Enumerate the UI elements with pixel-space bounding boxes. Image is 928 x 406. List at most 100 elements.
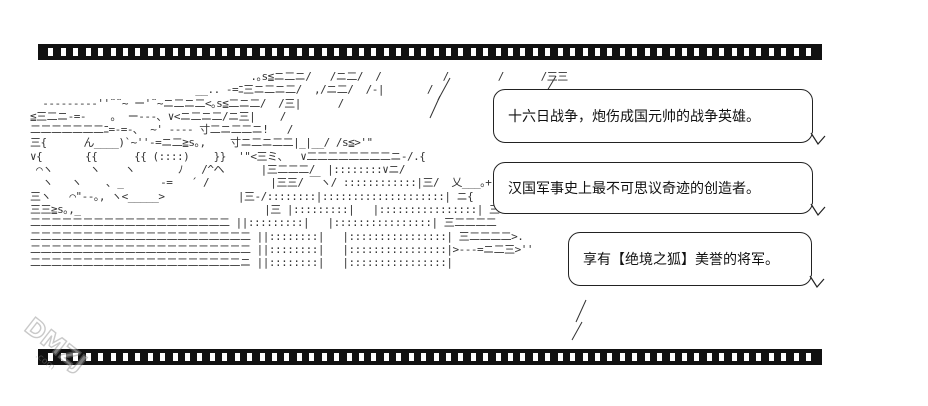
film-perforation	[532, 353, 538, 361]
film-perforation	[259, 353, 265, 361]
film-perforation	[806, 48, 812, 56]
film-perforation	[607, 353, 613, 361]
dmzj-watermark-logo: DMZJ .com	[19, 311, 93, 378]
film-perforation	[495, 48, 501, 56]
film-perforation	[719, 353, 725, 361]
film-perforation	[694, 48, 700, 56]
film-perforation	[147, 48, 153, 56]
film-perforation	[147, 353, 153, 361]
film-perforation	[594, 48, 600, 56]
film-perforation	[545, 353, 551, 361]
film-perforation	[706, 48, 712, 56]
film-perforation	[197, 48, 203, 56]
film-perforation	[48, 353, 54, 361]
film-perforation	[247, 48, 253, 56]
film-perforation	[85, 48, 91, 56]
film-perforation	[433, 48, 439, 56]
film-perforation	[85, 353, 91, 361]
film-perforation	[73, 353, 79, 361]
film-perforation	[545, 48, 551, 56]
film-strip-bottom	[38, 349, 822, 365]
film-perforation	[557, 353, 563, 361]
film-perforation	[433, 353, 439, 361]
film-perforation	[632, 353, 638, 361]
film-perforation	[657, 353, 663, 361]
film-perforation	[768, 353, 774, 361]
film-perforation	[408, 353, 414, 361]
film-perforation	[346, 353, 352, 361]
film-perforation	[110, 353, 116, 361]
film-perforation	[632, 48, 638, 56]
speech-bubble-3: 享有【绝境之狐】美誉的将军。	[568, 232, 825, 288]
svg-text:DMZJ: DMZJ	[19, 312, 92, 377]
film-perforation	[122, 48, 128, 56]
film-perforation	[209, 48, 215, 56]
film-perforation	[731, 48, 737, 56]
bubble-1-text: 十六日战争，炮伤成国元帅的战争英雄。	[508, 109, 760, 125]
film-perforation	[371, 48, 377, 56]
film-perforation	[60, 353, 66, 361]
film-perforation	[483, 48, 489, 56]
bubble-tail-icon	[809, 275, 825, 288]
film-perforation	[657, 48, 663, 56]
film-perforation	[421, 48, 427, 56]
film-perforation	[669, 48, 675, 56]
film-perforation	[234, 353, 240, 361]
film-perforation	[222, 353, 228, 361]
film-perforation	[483, 353, 489, 361]
film-perforation	[781, 353, 787, 361]
film-perforation	[296, 48, 302, 56]
film-perforation	[110, 48, 116, 56]
film-perforation	[445, 48, 451, 56]
film-perforation	[681, 48, 687, 56]
film-perforation	[185, 48, 191, 56]
film-perforation	[48, 48, 54, 56]
film-perforation	[334, 48, 340, 56]
film-perforation	[172, 48, 178, 56]
film-perforation	[644, 353, 650, 361]
ascii-art-character: .｡s≦ニ二ニ/ /ニ二/ / / / /三三 __.. -=ﾆ三ニ二ニ二/ ,…	[30, 70, 568, 270]
film-strip-top	[38, 44, 822, 60]
film-perforation	[681, 353, 687, 361]
film-perforation	[594, 353, 600, 361]
film-perforation	[284, 48, 290, 56]
film-perforation	[806, 353, 812, 361]
film-perforation	[756, 353, 762, 361]
film-perforation	[321, 48, 327, 56]
film-perforation	[495, 353, 501, 361]
film-perforation	[619, 48, 625, 56]
film-perforation	[160, 353, 166, 361]
bubble-tail-icon	[810, 132, 826, 145]
film-perforation	[607, 48, 613, 56]
film-perforation	[209, 353, 215, 361]
film-perforation	[557, 48, 563, 56]
film-perforation	[309, 353, 315, 361]
film-perforation	[694, 353, 700, 361]
film-perforation	[508, 353, 514, 361]
bubble-3-text: 享有【绝境之狐】美誉的将军。	[583, 252, 779, 268]
film-perforation	[793, 48, 799, 56]
film-perforation	[135, 353, 141, 361]
film-perforation	[756, 48, 762, 56]
film-perforation	[383, 353, 389, 361]
film-perforation	[706, 353, 712, 361]
film-perforation	[570, 353, 576, 361]
film-perforation	[445, 353, 451, 361]
speech-bubble-1: 十六日战争，炮伤成国元帅的战争英雄。	[493, 89, 826, 145]
film-perforation	[644, 48, 650, 56]
film-perforation	[346, 48, 352, 56]
bubble-tail-icon	[810, 203, 826, 216]
film-perforation	[532, 48, 538, 56]
film-perforation	[259, 48, 265, 56]
film-perforation	[520, 353, 526, 361]
film-perforation	[185, 353, 191, 361]
bubble-2-text: 汉国军事史上最不可思议奇迹的创造者。	[508, 181, 760, 197]
film-perforation	[508, 48, 514, 56]
film-perforation	[458, 48, 464, 56]
film-perforation	[371, 353, 377, 361]
film-perforation	[570, 48, 576, 56]
film-perforation	[582, 353, 588, 361]
film-perforation	[358, 353, 364, 361]
film-perforation	[619, 353, 625, 361]
film-perforation	[98, 353, 104, 361]
